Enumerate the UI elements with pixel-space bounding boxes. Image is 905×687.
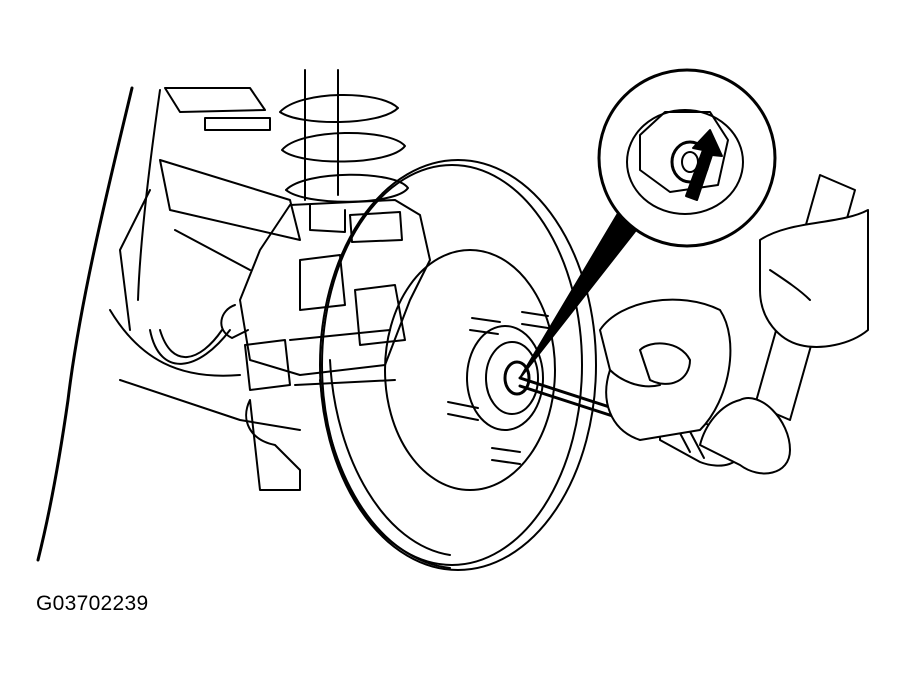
figure-code: G03702239 [36,592,149,615]
hand [599,298,732,441]
wheel-well-edge [36,86,134,562]
detail-inset [597,68,777,248]
brake-caliper [220,199,431,391]
brake-hose [149,329,231,365]
hammer [699,174,869,475]
arrow-icon [685,129,723,201]
wheel-well-inner [137,89,161,301]
suspension-arm [109,159,301,491]
wheel-studs [447,311,549,465]
brake-disc [319,159,597,571]
coil-spring [164,69,409,203]
brake-hose-inner [159,329,223,359]
wheel-hub [466,325,544,431]
